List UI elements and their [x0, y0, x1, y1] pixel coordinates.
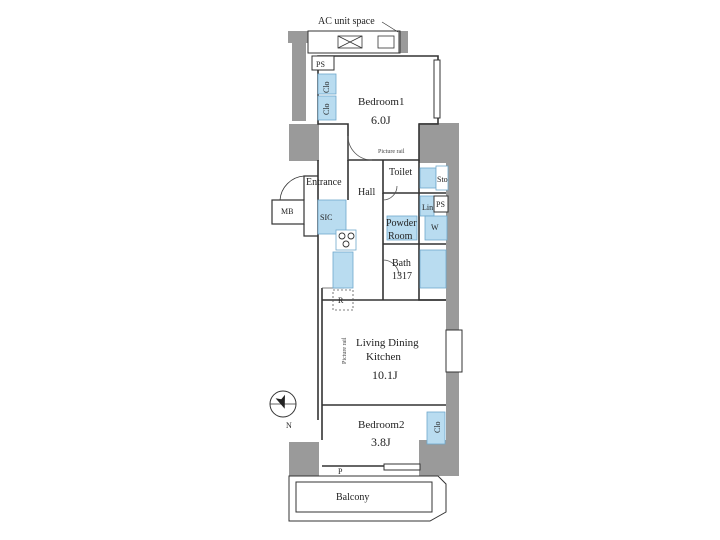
picture-rail-top-label: Picture rail	[378, 149, 405, 155]
picture-rail-side-label: Picture rail	[342, 337, 348, 364]
ps-mid-label: PS	[436, 200, 445, 209]
ac-unit	[337, 35, 395, 49]
door-swings	[322, 135, 400, 289]
north-compass	[269, 390, 297, 418]
sic-label: SIC	[320, 213, 332, 222]
north-label: N	[286, 421, 292, 430]
bedroom2-size: 3.8J	[371, 435, 391, 449]
closet-b1a-label: Clo	[322, 81, 331, 93]
ldk-label-1: Living Dining	[356, 337, 419, 349]
mb-label: MB	[281, 207, 293, 216]
hall-label: Hall	[358, 187, 375, 198]
powder-room-label-1: Powder	[386, 218, 417, 229]
ps-top-label: PS	[316, 60, 325, 69]
washer-label: W	[431, 223, 439, 232]
closet-b2-label: Clo	[433, 421, 442, 433]
refrigerator-label: R	[338, 296, 344, 305]
entrance-label: Entrance	[306, 177, 342, 188]
p-label: P	[338, 467, 343, 476]
bath-size: 1317	[392, 271, 412, 282]
powder-room-label-2: Room	[388, 231, 413, 242]
bedroom1-size: 6.0J	[371, 113, 391, 127]
sto-label: Sto	[437, 175, 448, 184]
ldk-size: 10.1J	[372, 368, 398, 382]
balcony-label: Balcony	[336, 492, 369, 503]
ps-boxes	[311, 55, 449, 213]
bath-label: Bath	[392, 258, 411, 269]
ac-unit-space-label: AC unit space	[318, 16, 375, 27]
toilet-label: Toilet	[389, 167, 412, 178]
balcony	[288, 475, 447, 522]
ldk-label-2: Kitchen	[366, 351, 401, 363]
fixtures	[317, 73, 449, 445]
refrigerator-space	[332, 289, 354, 311]
entrance-area	[271, 175, 318, 237]
structural-walls	[288, 31, 459, 476]
stove-burners	[338, 232, 355, 248]
bedroom1-label: Bedroom1	[358, 96, 404, 108]
windows	[383, 59, 463, 471]
lin-label: Lin	[422, 203, 433, 212]
bedroom2-label: Bedroom2	[358, 419, 404, 431]
closet-b1b-label: Clo	[322, 103, 331, 115]
